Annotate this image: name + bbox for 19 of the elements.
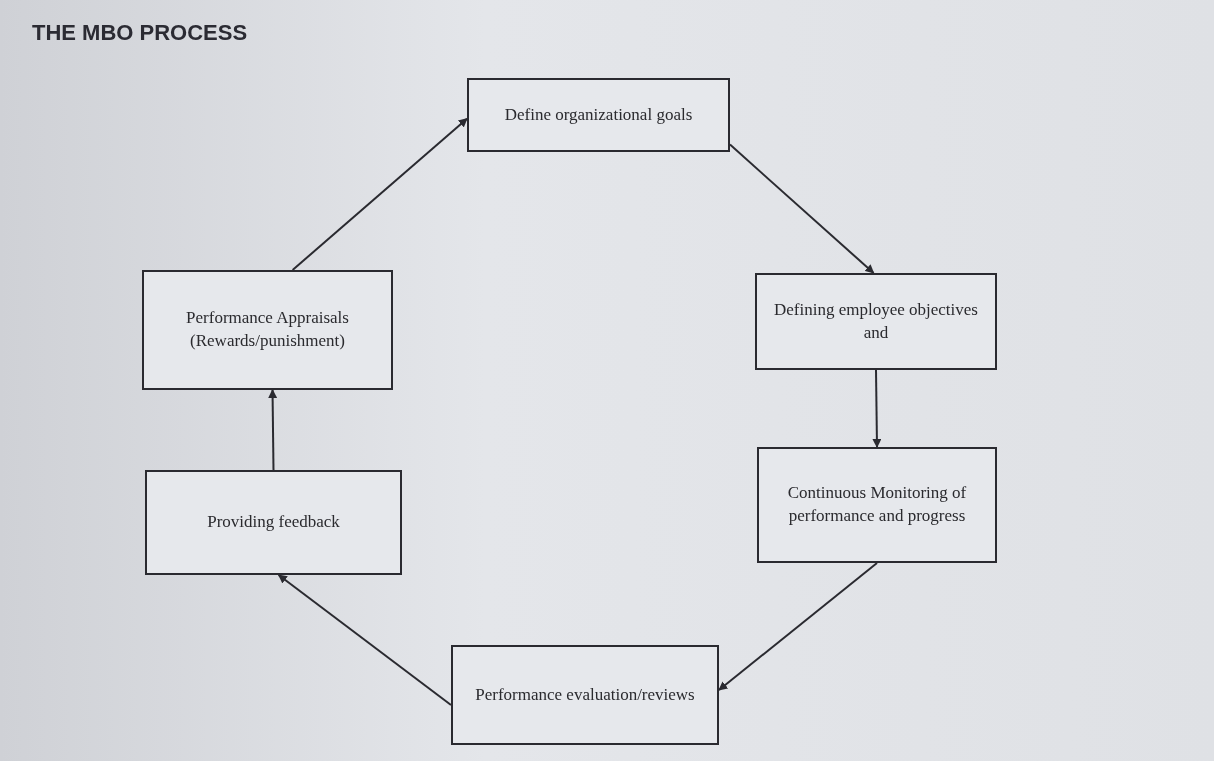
process-box <box>757 447 997 563</box>
step-text: Continuous Monitoring of performance and progress <box>786 482 968 527</box>
arrow <box>872 369 882 448</box>
step-text: Performance evaluation/reviews <box>475 683 695 706</box>
process-box <box>145 470 402 575</box>
step-text: Performance Appraisals (Rewards/punishment) <box>185 307 350 352</box>
process-box <box>142 270 393 390</box>
arrow <box>268 389 278 471</box>
arrow <box>291 117 468 271</box>
process-box <box>451 645 719 745</box>
arrow <box>729 143 875 274</box>
step-text: Providing feedback <box>207 511 340 534</box>
step-text: Define organizational goals <box>504 103 693 126</box>
process-box <box>755 273 997 370</box>
step-text: Defining employee objectives and <box>773 298 979 344</box>
process-box <box>467 78 730 152</box>
arrow <box>277 574 452 706</box>
diagram-title: THE MBO PROCESS <box>32 20 248 46</box>
arrow <box>718 562 878 691</box>
